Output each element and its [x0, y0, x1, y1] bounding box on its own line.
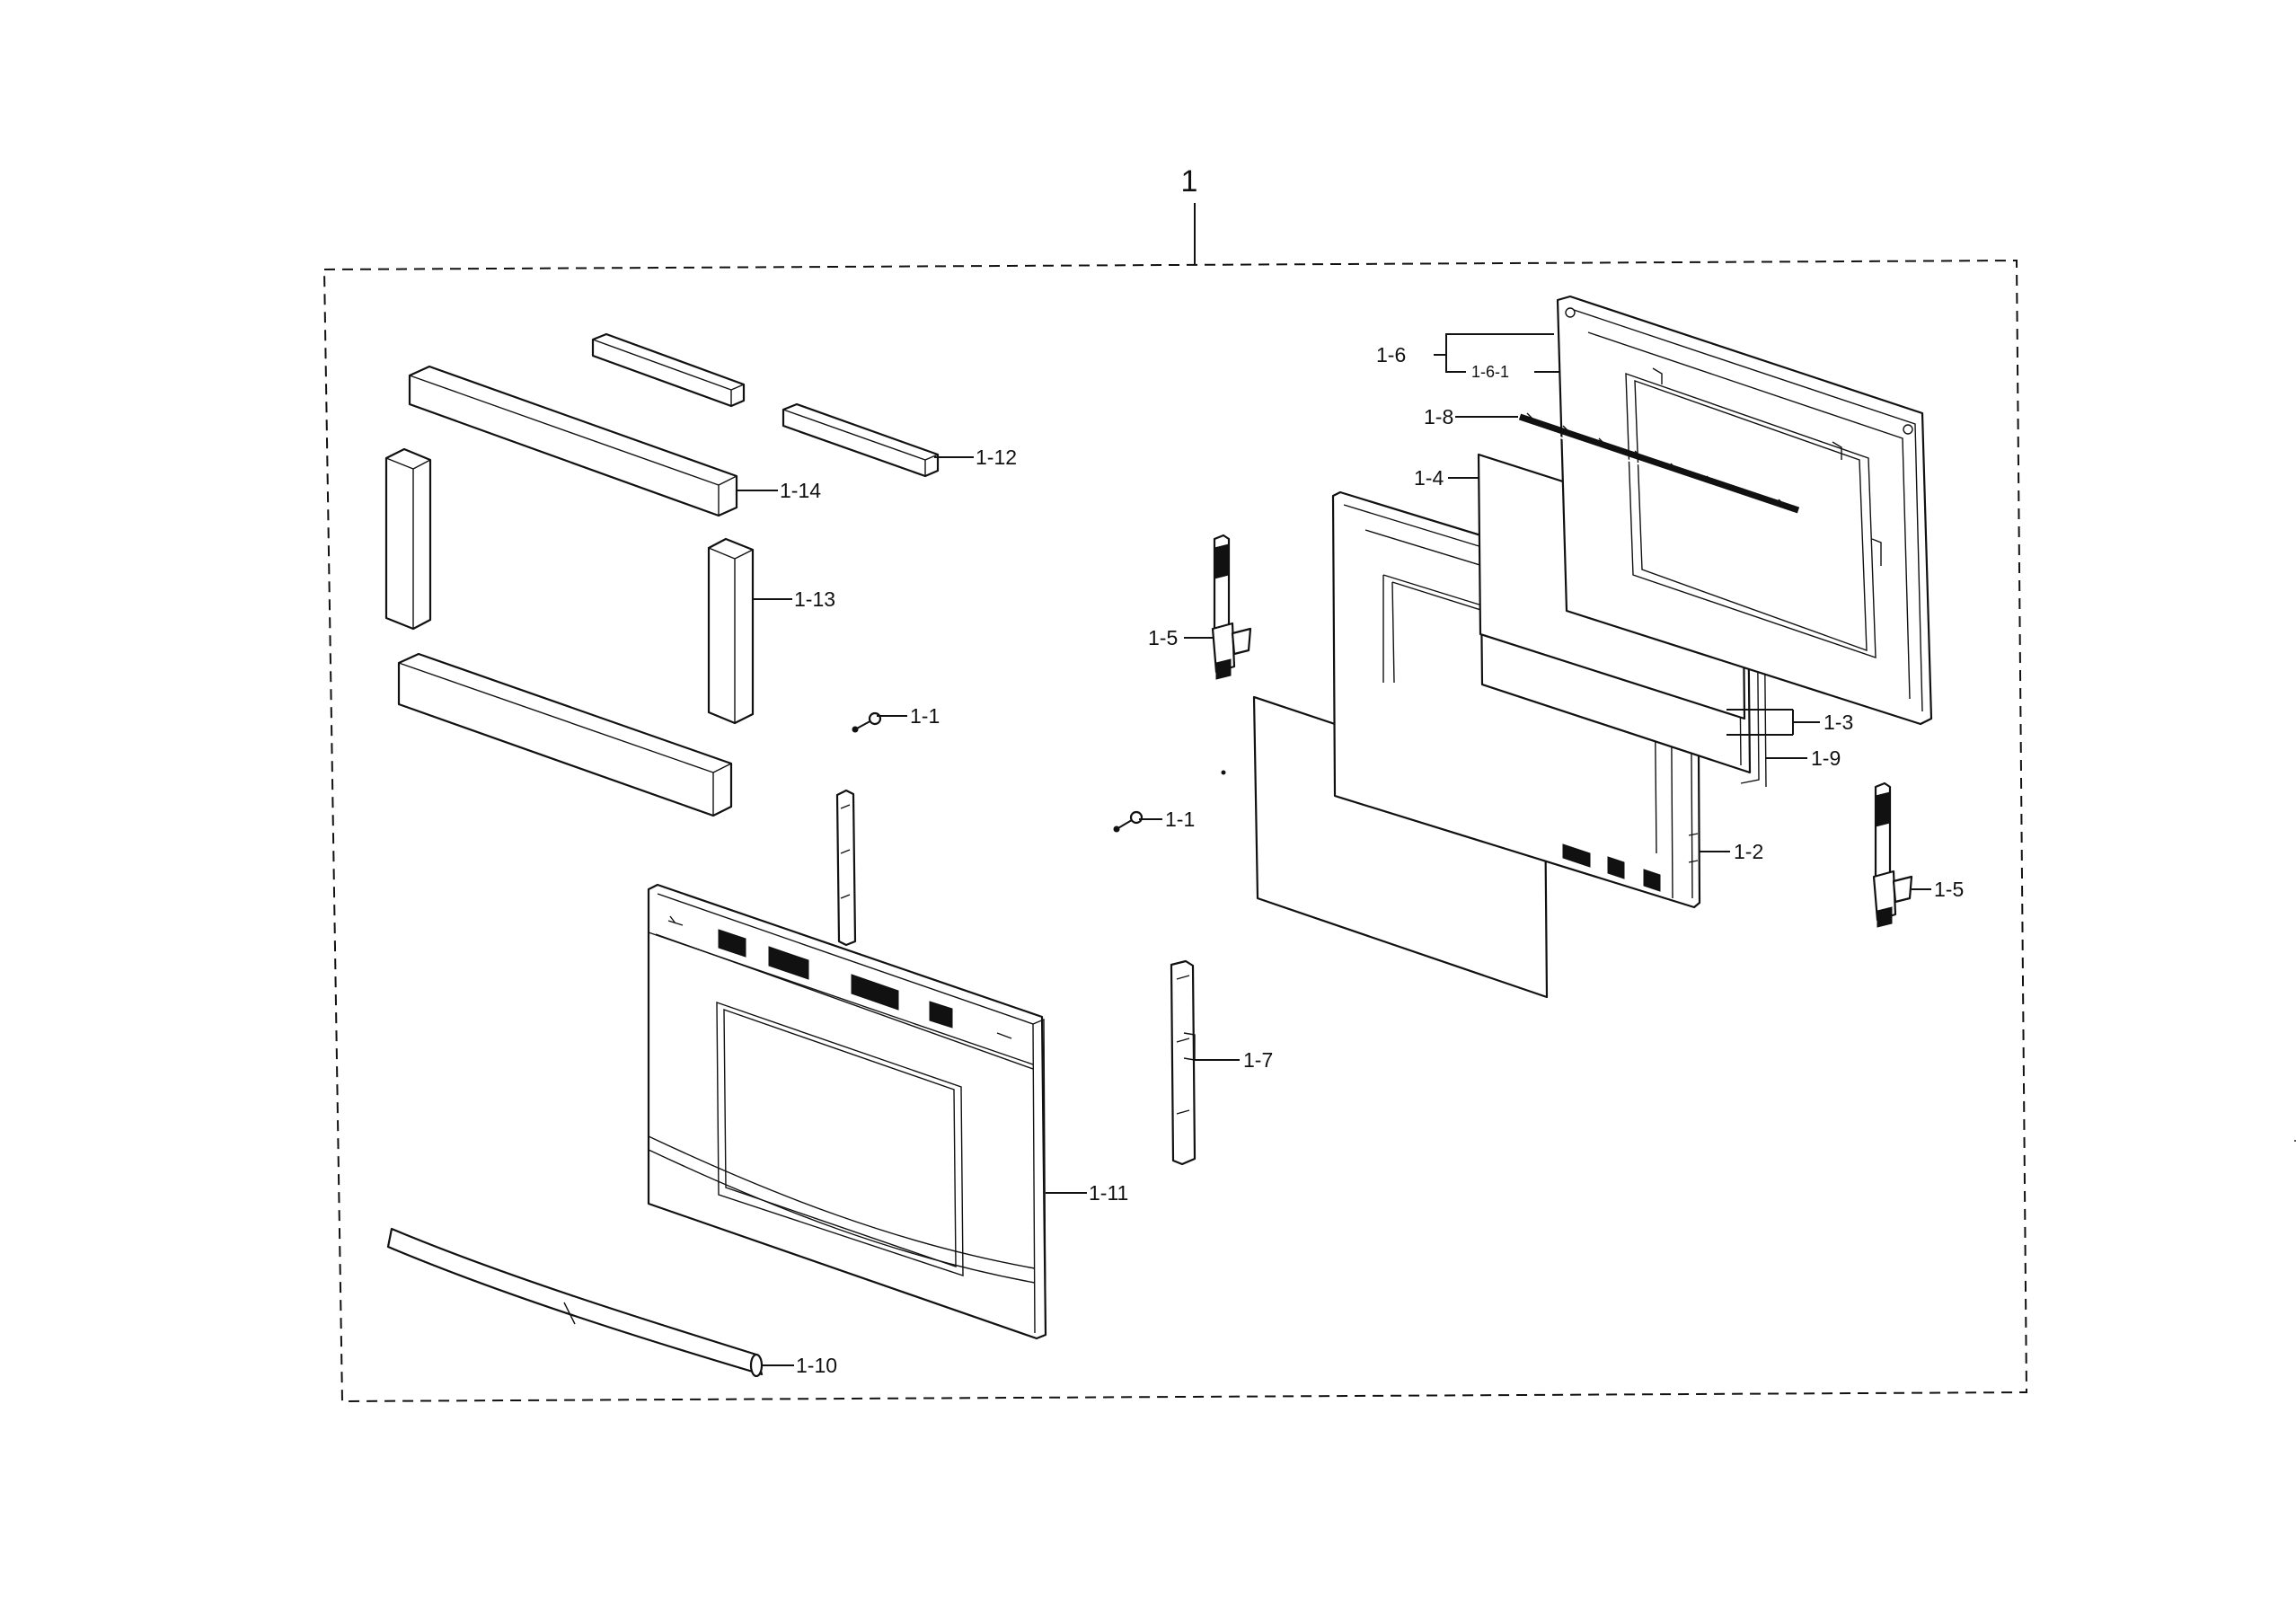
hinge-1-5-right — [1872, 781, 1913, 928]
label-1-1-left: 1-1 — [910, 704, 940, 728]
label-1-7: 1-7 — [1243, 1048, 1273, 1072]
leader-1-3 — [1726, 709, 1820, 736]
label-1-4: 1-4 — [1414, 466, 1444, 490]
label-1-11: 1-11 — [1089, 1181, 1128, 1205]
assembly-label: 1 — [1181, 164, 1198, 199]
screw-1-1-right — [1113, 810, 1144, 833]
label-1-10: 1-10 — [796, 1354, 837, 1377]
insulation-strip-top-short — [591, 332, 746, 408]
label-1-14: 1-14 — [780, 479, 821, 502]
hinge-1-5-left — [1211, 534, 1252, 680]
label-1-2: 1-2 — [1734, 840, 1763, 863]
label-1-8: 1-8 — [1424, 405, 1453, 428]
insulation-strip-1-12 — [782, 402, 940, 478]
door-liner-1-6 — [1556, 295, 1933, 726]
insulation-post-1-13 — [707, 537, 755, 725]
label-1-12: 1-12 — [976, 446, 1017, 469]
label-1-5-left: 1-5 — [1148, 626, 1178, 649]
door-hinge-bracket — [835, 789, 857, 947]
label-1-13: 1-13 — [794, 587, 835, 611]
leader-1-6 — [1434, 333, 1559, 373]
label-1-3: 1-3 — [1824, 711, 1853, 734]
insulation-post-left — [384, 447, 432, 631]
screw-1-1-left — [852, 711, 882, 733]
insulation-strip-1-14 — [408, 365, 738, 517]
assembly-boundary — [322, 259, 2028, 1403]
door-outer-panel-1-11 — [647, 883, 1047, 1340]
door-gasket-1-8 — [1518, 412, 1800, 518]
label-1-9: 1-9 — [1811, 746, 1841, 770]
label-1-6-1: 1-6-1 — [1471, 363, 1509, 381]
label-1-5-right: 1-5 — [1934, 878, 1964, 901]
label-1-1-right: 1-1 — [1165, 808, 1195, 831]
side-trim-1-7 — [1170, 959, 1197, 1166]
label-1-6: 1-6 — [1376, 343, 1406, 366]
insulation-strip-bottom — [397, 652, 733, 817]
door-handle-1-10 — [386, 1227, 764, 1378]
